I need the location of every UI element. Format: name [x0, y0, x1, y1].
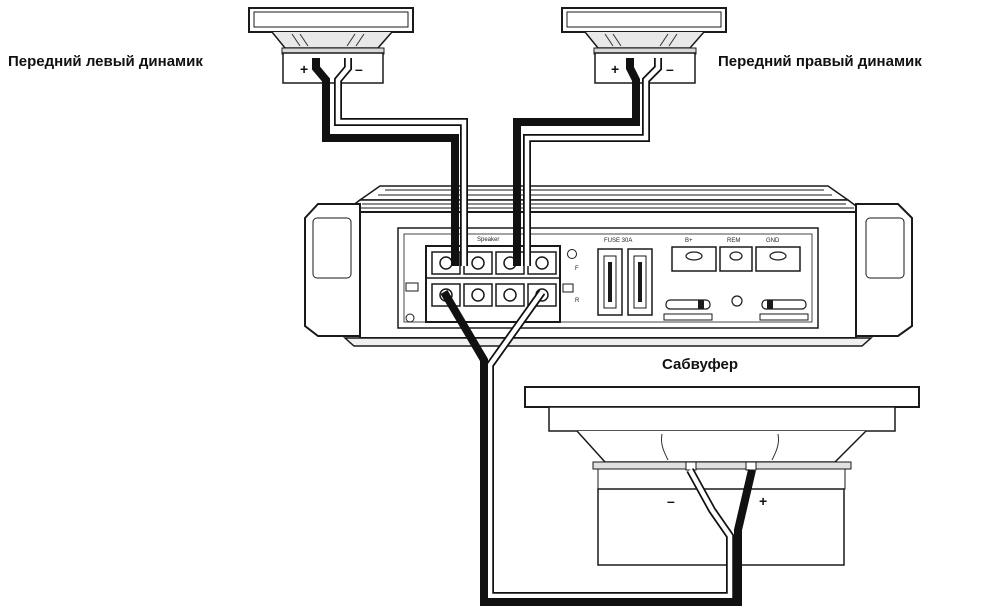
terminal-label-rem: REM — [727, 238, 740, 244]
fuse-label: FUSE 30A — [604, 238, 632, 244]
wire-front-left-negative — [335, 58, 467, 266]
fr-minus-mark: – — [666, 61, 674, 77]
wire-subwoofer-negative — [487, 290, 733, 599]
front-left-speaker-label: Передний левый динамик — [8, 53, 203, 70]
front-left-speaker — [248, 7, 414, 84]
power-terminals: B+ REM GND — [663, 238, 809, 321]
polarity-marks: + – + – – + — [300, 61, 767, 509]
amplifier: Speaker F R FUSE 30A B+ REM GND — [304, 185, 913, 347]
fr-plus-mark: + — [611, 61, 619, 77]
wire-front-right-positive — [513, 58, 640, 266]
wire-front-left-positive — [312, 58, 459, 266]
terminal-label-gnd: GND — [766, 238, 780, 244]
front-right-speaker — [561, 7, 727, 84]
side-mark-f: F — [575, 266, 579, 272]
fl-plus-mark: + — [300, 61, 308, 77]
subwoofer-label: Сабвуфер — [662, 356, 739, 373]
speaker-terminal-block: Speaker F R — [425, 237, 580, 323]
fuse-holder: FUSE 30A — [597, 238, 653, 316]
sub-plus-mark: + — [759, 493, 767, 509]
wire-front-right-negative — [524, 58, 661, 266]
sub-minus-mark: – — [667, 493, 675, 509]
speaker-terminal-label: Speaker — [477, 237, 499, 243]
wires — [312, 58, 756, 606]
side-mark-r: R — [575, 298, 580, 304]
wire-subwoofer-positive — [440, 289, 756, 606]
terminal-label-bplus: B+ — [685, 238, 693, 244]
fl-minus-mark: – — [355, 61, 363, 77]
subwoofer — [524, 386, 920, 566]
front-right-speaker-label: Передний правый динамик — [718, 53, 922, 70]
